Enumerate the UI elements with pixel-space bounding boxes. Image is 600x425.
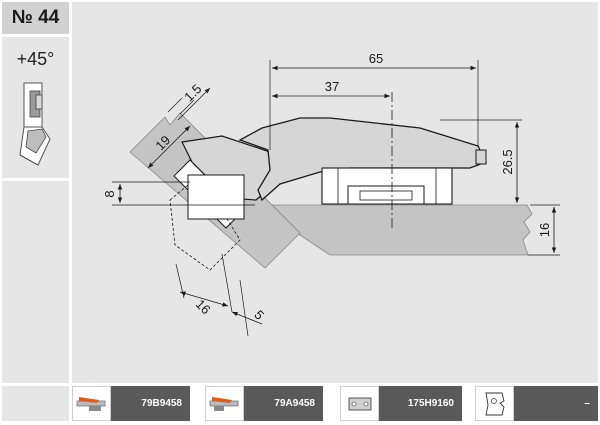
cup-drilling-icon bbox=[475, 386, 514, 421]
left-blank-panel bbox=[2, 181, 69, 383]
mounting-plate-icon bbox=[340, 386, 379, 421]
product-79b9458[interactable]: 79B9458 bbox=[72, 386, 190, 421]
dimension-16-right-label: 16 bbox=[537, 223, 552, 237]
product-code: – bbox=[514, 386, 598, 421]
hinge-cross-section-drawing: 65 37 26.5 16 8 19 1.5 16 5 bbox=[102, 51, 560, 337]
hinge-number-badge: № 44 bbox=[2, 2, 69, 34]
mounting-plate bbox=[321, 167, 453, 205]
dimension-16-bottom-label: 16 bbox=[193, 296, 214, 317]
hinge-straight-icon bbox=[72, 386, 111, 421]
product-code: 79A9458 bbox=[244, 386, 323, 421]
dimension-37-label: 37 bbox=[325, 79, 339, 94]
dimension-26-5-label: 26.5 bbox=[500, 149, 515, 174]
hinge-number: № 44 bbox=[11, 7, 60, 28]
technical-drawing-panel: 65 37 26.5 16 8 19 1.5 16 5 bbox=[72, 2, 598, 383]
cabinet-panel bbox=[253, 204, 533, 256]
product-cup-drilling[interactable]: – bbox=[475, 386, 598, 421]
dimension-65-label: 65 bbox=[369, 51, 383, 66]
hinge-cup bbox=[187, 174, 245, 220]
arm-end-cap bbox=[475, 149, 487, 165]
dimension-1-5-label: 1.5 bbox=[181, 81, 204, 104]
product-code: 79B9458 bbox=[111, 386, 190, 421]
opening-angle-panel: +45° bbox=[2, 37, 69, 178]
product-175h9160[interactable]: 175H9160 bbox=[340, 386, 462, 421]
opening-angle-label: +45° bbox=[16, 49, 55, 69]
dimension-8-label: 8 bbox=[102, 190, 117, 197]
product-79a9458[interactable]: 79A9458 bbox=[205, 386, 323, 421]
product-code: 175H9160 bbox=[379, 386, 462, 421]
hinge-thumbnail-icon bbox=[19, 82, 51, 166]
footer-blank bbox=[2, 386, 69, 421]
hinge-overlay-icon bbox=[205, 386, 244, 421]
